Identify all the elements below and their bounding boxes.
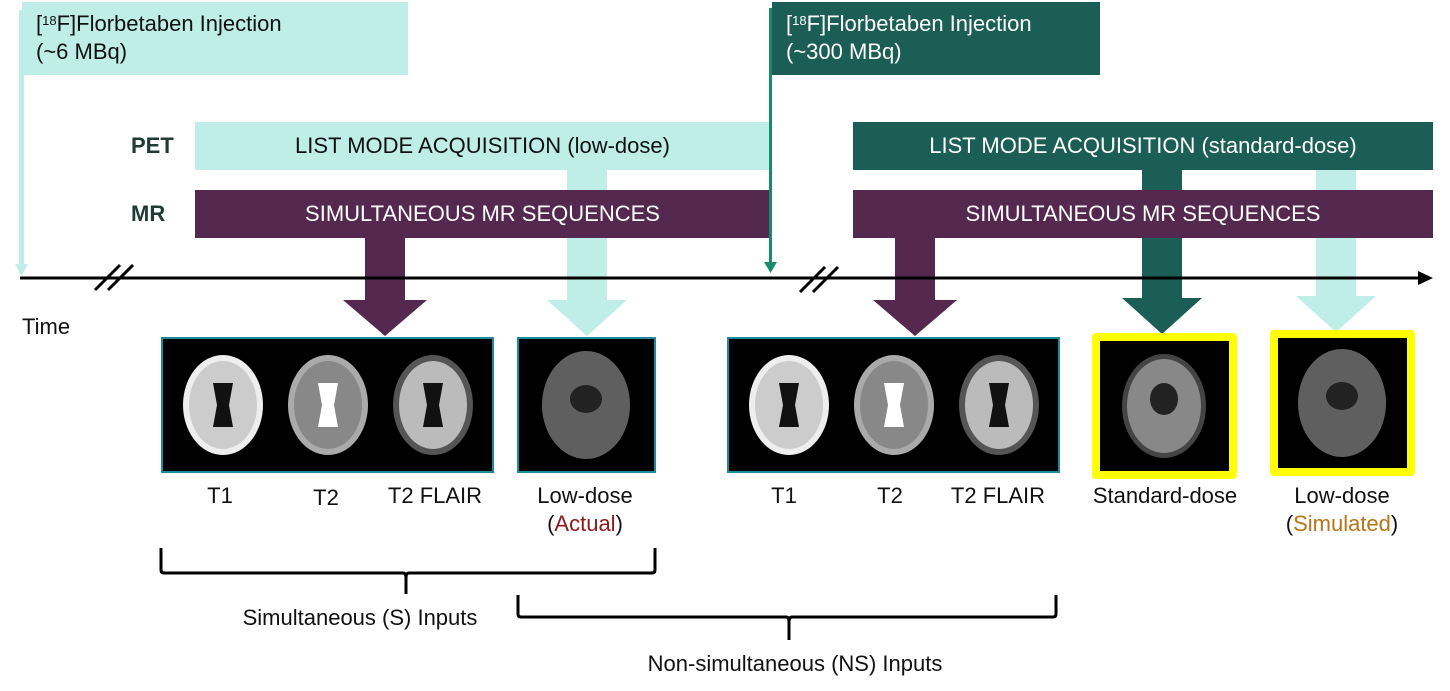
arrow-mr-right	[873, 236, 957, 336]
brain-t1	[183, 355, 263, 455]
axis-break-right	[798, 265, 840, 294]
injection-title: [18F]Florbetaben Injection	[786, 11, 1032, 36]
time-axis	[20, 271, 1433, 285]
injection-box-low-dose: [18F]Florbetaben Injection (~6 MBq)	[22, 2, 408, 75]
brain-t2-flair	[959, 355, 1039, 455]
pet-brain-standard-dose	[1122, 354, 1206, 458]
pet-bar-low-dose: LIST MODE ACQUISITION (low-dose)	[195, 122, 770, 170]
arrow-mr-left	[343, 236, 427, 336]
row-label-mr: MR	[131, 201, 166, 226]
injection-dose: (~6 MBq)	[36, 39, 128, 64]
mr-brain-images-left	[183, 355, 473, 455]
brain-t2	[288, 355, 368, 455]
label-line1: Low-dose	[537, 483, 633, 508]
injection-title: [18F]Florbetaben Injection	[36, 11, 282, 36]
injection-arrow-standard-dose	[764, 8, 777, 273]
label-t2flair-left: T2 FLAIR	[387, 483, 483, 508]
injection-arrow-low-dose	[15, 10, 28, 276]
mr-bar-left: SIMULTANEOUS MR SEQUENCES	[195, 190, 770, 238]
label-t2flair-right: T2 FLAIR	[950, 483, 1046, 508]
label-low-dose-actual: Low-dose (Actual)	[510, 482, 660, 538]
label-t1-right: T1	[771, 483, 797, 508]
pet-panel-low-dose-actual	[517, 337, 656, 473]
pet-brain-low-dose-simulated	[1298, 349, 1386, 457]
injection-dose: (~300 MBq)	[786, 39, 902, 64]
mr-brain-images-right	[749, 355, 1039, 455]
brain-t1	[749, 355, 829, 455]
label-line2: (Actual)	[547, 511, 623, 536]
pet-panel-low-dose-simulated	[1270, 330, 1415, 476]
mr-panel-right	[727, 337, 1060, 473]
axis-break-left	[93, 263, 135, 292]
pet-brain-low-dose-actual	[542, 351, 630, 459]
label-line2: (Simulated)	[1285, 511, 1399, 536]
brace-simultaneous	[159, 548, 657, 594]
brace-label-simultaneous: Simultaneous (S) Inputs	[242, 605, 478, 630]
pet-panel-standard-dose	[1092, 333, 1237, 479]
label-t1-left: T1	[207, 483, 233, 508]
brain-t2	[854, 355, 934, 455]
label-standard-dose: Standard-dose	[1092, 483, 1238, 508]
mr-panel-left	[161, 337, 494, 473]
label-line1: Low-dose	[1294, 483, 1390, 508]
injection-box-standard-dose: [18F]Florbetaben Injection (~300 MBq)	[772, 2, 1100, 75]
label-t2-left: T2	[313, 485, 339, 510]
brace-non-simultaneous	[516, 595, 1058, 640]
brain-t2-flair	[393, 355, 473, 455]
label-low-dose-simulated: Low-dose (Simulated)	[1264, 482, 1420, 538]
mr-bar-right: SIMULTANEOUS MR SEQUENCES	[853, 190, 1433, 238]
brace-label-non-simultaneous: Non-simultaneous (NS) Inputs	[647, 651, 943, 676]
time-axis-label: Time	[22, 314, 71, 339]
label-t2-right: T2	[877, 483, 903, 508]
pet-bar-standard-dose: LIST MODE ACQUISITION (standard-dose)	[853, 122, 1433, 170]
row-label-pet: PET	[131, 133, 174, 158]
